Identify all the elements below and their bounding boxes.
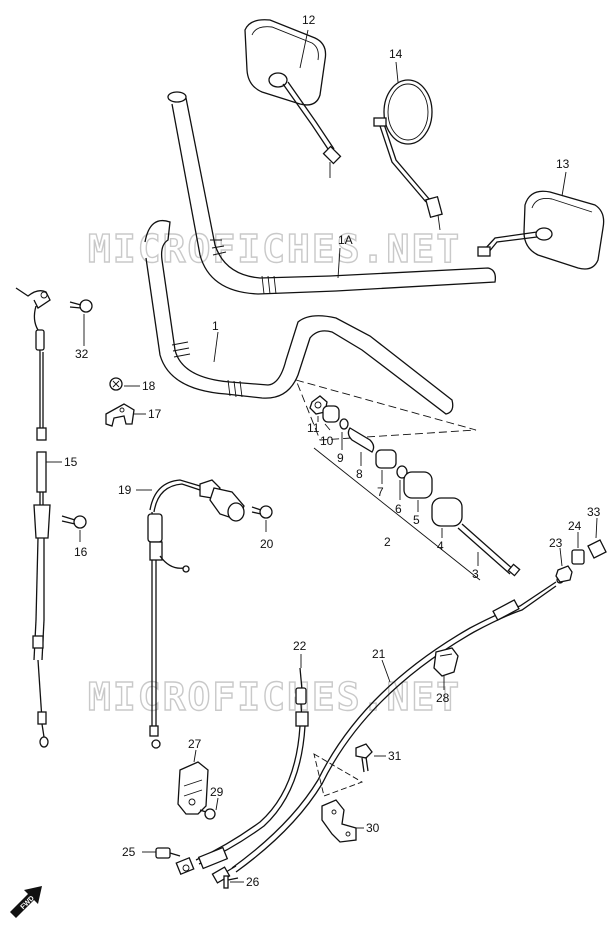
throttle-cable-22[interactable]: [175, 667, 309, 876]
callout-23: 23: [549, 536, 563, 550]
screw-3[interactable]: [457, 523, 521, 577]
callout-11: 11: [307, 421, 320, 435]
callout-5: 5: [413, 513, 420, 527]
callout-22: 22: [293, 639, 307, 653]
callout-30: 30: [366, 821, 380, 835]
watermark-bottom: MICROFICHES.NET: [88, 675, 461, 719]
nut-23[interactable]: [555, 565, 573, 583]
mirror-12[interactable]: [244, 19, 342, 178]
throttle-cable-21[interactable]: [211, 576, 564, 884]
callout-17: 17: [148, 407, 162, 421]
callout-26: 26: [246, 875, 260, 889]
callout-8: 8: [356, 467, 363, 481]
rubber-7[interactable]: [375, 449, 397, 469]
callout-16: 16: [74, 545, 88, 559]
mirror-14[interactable]: [373, 79, 443, 231]
leader-14: [395, 61, 399, 83]
handlebar-1a[interactable]: [167, 91, 496, 295]
nut-24[interactable]: [571, 549, 585, 565]
choke-cable-19[interactable]: [147, 479, 245, 749]
balancer-4[interactable]: [431, 497, 463, 527]
screw-16[interactable]: [61, 515, 87, 529]
leader-1: [213, 331, 219, 363]
callout-21: 21: [372, 647, 386, 661]
callout-28: 28: [436, 691, 450, 705]
washer-9[interactable]: [339, 418, 349, 430]
callout-14: 14: [389, 47, 403, 61]
spacer-10[interactable]: [322, 405, 340, 423]
callout-9: 9: [337, 451, 344, 465]
callout-2: 2: [384, 535, 391, 549]
grip-assembly-bracket: [295, 379, 477, 441]
bracket-30[interactable]: [321, 799, 357, 843]
callout-3: 3: [472, 567, 479, 581]
screw-25[interactable]: [155, 847, 181, 859]
callout-29: 29: [210, 785, 224, 799]
callout-18: 18: [142, 379, 156, 393]
cover-27[interactable]: [177, 761, 209, 815]
bolt-31[interactable]: [355, 743, 373, 773]
sleeve-8[interactable]: [347, 427, 375, 453]
handlebar-1[interactable]: [144, 219, 454, 415]
screw-32[interactable]: [69, 299, 93, 313]
callout-31: 31: [388, 749, 402, 763]
callout-7: 7: [377, 485, 384, 499]
leader-13: [561, 171, 567, 197]
callout-15: 15: [64, 455, 78, 469]
screw-29[interactable]: [199, 808, 216, 820]
cap-33[interactable]: [587, 539, 607, 559]
callout-32: 32: [75, 347, 89, 361]
washer-6[interactable]: [396, 465, 408, 479]
screw-18[interactable]: [109, 377, 123, 391]
leader-1a: [337, 247, 341, 279]
watermark-top: MICROFICHES.NET: [88, 227, 461, 271]
screw-20[interactable]: [251, 505, 273, 519]
weight-5[interactable]: [403, 471, 433, 499]
cable-guide-28[interactable]: [433, 647, 459, 677]
callout-24: 24: [568, 519, 582, 533]
callout-13: 13: [556, 157, 570, 171]
leader-12: [299, 29, 309, 69]
callout-12: 12: [302, 13, 316, 27]
callout-10: 10: [320, 434, 334, 448]
callout-1: 1: [212, 319, 219, 333]
callout-4: 4: [437, 539, 444, 553]
assembly-bracket-line: [313, 447, 481, 581]
cable-bracket-outline: [313, 753, 364, 797]
callout-27: 27: [188, 737, 202, 751]
callout-33: 33: [587, 505, 601, 519]
pin-26[interactable]: [223, 875, 229, 889]
callout-20: 20: [260, 537, 274, 551]
clamp-17[interactable]: [105, 403, 135, 427]
clutch-cable-15[interactable]: [15, 287, 51, 748]
callout-19: 19: [118, 483, 132, 497]
callout-6: 6: [395, 502, 402, 516]
fwd-arrow-icon: FWD: [10, 886, 42, 918]
callout-25: 25: [122, 845, 136, 859]
callout-1a: 1A: [338, 233, 353, 247]
mirror-13[interactable]: [477, 190, 605, 270]
